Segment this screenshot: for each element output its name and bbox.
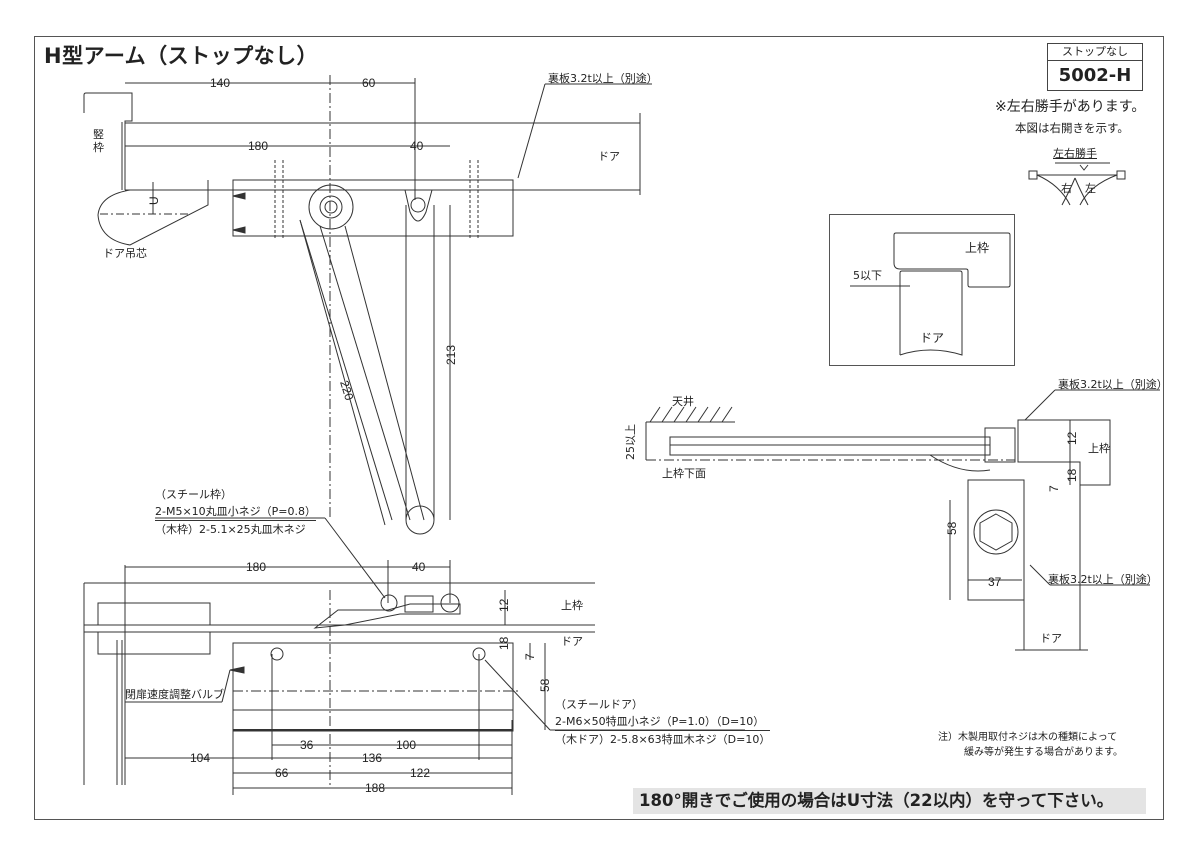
door-screw-line2: 2-M6×50特皿小ネジ（P=1.0）（D=10） (555, 713, 771, 731)
dim-side-18: 18 (1065, 468, 1079, 482)
backing-plate-label-side-bottom: 裏板3.2t以上（別途） (1048, 573, 1158, 586)
door-screw-line3: （木ドア）2-5.8×63特皿木ネジ（D=10） (555, 733, 771, 746)
gap-detail-inset: 上枠 5以下 ドア (829, 214, 1015, 366)
vertical-frame-label: 竪枠 (93, 128, 104, 154)
caution-note: 注）木製用取付ネジは木の種類によって 緩み等が発生する場合があります。 (938, 730, 1123, 760)
ceiling-label: 天井 (672, 395, 694, 408)
u-dimension-banner: 180°開きでご使用の場合はU寸法（22以内）を守って下さい。 (633, 788, 1146, 814)
dim-side-58: 58 (945, 521, 959, 535)
front-view (83, 517, 745, 795)
handing-diagram (1028, 162, 1126, 206)
door-screw-note: （スチールドア） 2-M6×50特皿小ネジ（P=1.0）（D=10） （木ドア）… (555, 696, 771, 748)
dim-front-58: 58 (538, 678, 552, 692)
dim-front-180: 180 (246, 560, 266, 574)
side-upper-frame-label: 上枠 (1088, 442, 1110, 455)
frame-bottom-label: 上枠下面 (662, 467, 706, 480)
dim-front-100: 100 (396, 738, 416, 752)
front-upper-frame-label: 上枠 (561, 599, 583, 612)
frame-screw-line2: 2-M5×10丸皿小ネジ（P=0.8） (155, 503, 317, 521)
backing-plate-label-top: 裏板3.2t以上（別途） (548, 72, 658, 85)
model-number: 5002-H (1058, 65, 1132, 86)
side-view (645, 389, 1160, 651)
caution-line2: 緩み等が発生する場合があります。 (964, 747, 1123, 758)
dim-front-104: 104 (190, 751, 210, 765)
dim-front-36: 36 (300, 738, 314, 752)
dim-top-60: 60 (362, 76, 376, 90)
door-label-top: ドア (598, 150, 620, 163)
dim-side-12: 12 (1065, 431, 1079, 445)
handing-title: 左右勝手 (1053, 147, 1097, 160)
top-view (83, 75, 652, 535)
u-dim-label: U (147, 196, 161, 205)
dim-front-66: 66 (275, 766, 289, 780)
inset-upper-frame: 上枠 (965, 241, 990, 255)
side-door-label: ドア (1040, 632, 1062, 645)
inset-gap-label: 5以下 (853, 269, 882, 282)
model-subtitle: ストップなし (1048, 44, 1142, 61)
caution-line1: 注）木製用取付ネジは木の種類によって (938, 732, 1118, 743)
frame-screw-line3: （木枠）2-5.1×25丸皿木ネジ (155, 523, 306, 536)
door-screw-line1: （スチールドア） (555, 698, 643, 711)
frame-screw-line1: （スチール枠） (155, 488, 232, 501)
dim-front-136: 136 (362, 751, 382, 765)
handing-right: 右 (1061, 182, 1072, 195)
dim-front-18: 18 (497, 636, 511, 650)
handing-left: 左 (1085, 182, 1096, 195)
dim-front-40: 40 (412, 560, 426, 574)
handing-note: ※左右勝手があります。 (995, 99, 1146, 115)
dim-top-213: 213 (444, 345, 458, 365)
front-door-label: ドア (561, 635, 583, 648)
backing-plate-label-side-top: 裏板3.2t以上（別途） (1058, 378, 1168, 391)
dim-top-40: 40 (410, 139, 424, 153)
dim-side-37: 37 (988, 575, 1002, 589)
dim-front-122: 122 (410, 766, 430, 780)
dim-front-12: 12 (497, 598, 511, 612)
dim-front-7: 7 (523, 653, 537, 660)
dim-side-7: 7 (1047, 485, 1061, 492)
drawing-frame (34, 36, 1164, 820)
figure-note: 本図は右開きを示す。 (1015, 121, 1129, 135)
dim-top-180: 180 (248, 139, 268, 153)
dim-top-140: 140 (210, 76, 230, 90)
inset-door: ドア (920, 331, 945, 345)
valve-label: 閉扉速度調整バルブ (125, 688, 224, 701)
inset-drawing (850, 232, 1011, 356)
hinge-center-label: ドア吊芯 (103, 247, 147, 260)
clearance-label: 25以上 (624, 424, 637, 460)
model-box: ストップなし 5002-H (1047, 43, 1143, 91)
page-title: H型アーム（ストップなし） (44, 44, 319, 68)
frame-screw-note: （スチール枠） 2-M5×10丸皿小ネジ（P=0.8） （木枠）2-5.1×25… (155, 486, 317, 538)
dim-front-188: 188 (365, 781, 385, 795)
dim-top-220: 220 (337, 379, 356, 403)
